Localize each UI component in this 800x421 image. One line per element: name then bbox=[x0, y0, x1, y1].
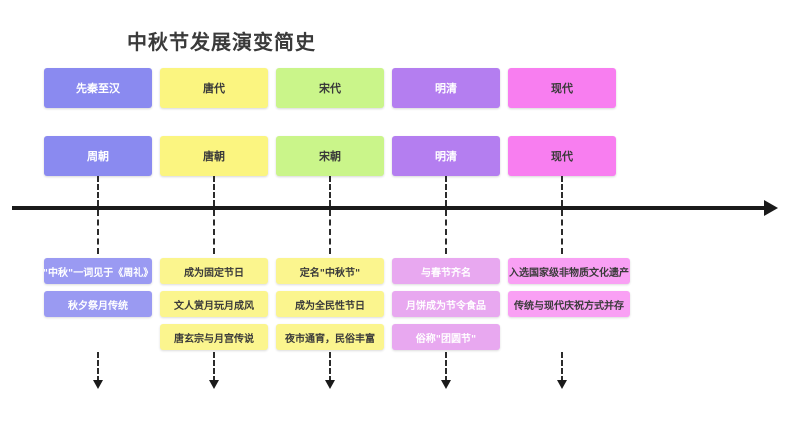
era-header-box: 唐代 bbox=[160, 68, 268, 108]
connector-line-upper bbox=[561, 176, 563, 206]
detail-box: 文人赏月玩月成风 bbox=[160, 291, 268, 317]
connector-arrowhead bbox=[441, 380, 451, 389]
era-header-box: 明清 bbox=[392, 68, 500, 108]
timeline-axis-line bbox=[12, 206, 768, 210]
connector-line-lower bbox=[445, 210, 447, 254]
connector-line-upper bbox=[445, 176, 447, 206]
detail-box: 秋夕祭月传统 bbox=[44, 291, 152, 317]
era-header-box: 现代 bbox=[508, 68, 616, 108]
detail-box: 成为固定节日 bbox=[160, 258, 268, 284]
connector-line-lower bbox=[97, 210, 99, 254]
detail-box: "中秋"一词见于《周礼》 bbox=[44, 258, 152, 284]
connector-line-upper bbox=[213, 176, 215, 206]
detail-box: 夜市通宵，民俗丰富 bbox=[276, 324, 384, 350]
connector-line-upper bbox=[97, 176, 99, 206]
connector-arrowhead bbox=[557, 380, 567, 389]
connector-line-lower bbox=[329, 210, 331, 254]
connector-line-upper bbox=[329, 176, 331, 206]
detail-box: 定名"中秋节" bbox=[276, 258, 384, 284]
page-title: 中秋节发展演变简史 bbox=[127, 30, 316, 54]
connector-line-tail bbox=[445, 352, 447, 382]
dynasty-box: 唐朝 bbox=[160, 136, 268, 176]
connector-line-lower bbox=[213, 210, 215, 254]
era-header-box: 宋代 bbox=[276, 68, 384, 108]
detail-box: 唐玄宗与月宫传说 bbox=[160, 324, 268, 350]
connector-line-lower bbox=[561, 210, 563, 254]
dynasty-box: 现代 bbox=[508, 136, 616, 176]
connector-arrowhead bbox=[93, 380, 103, 389]
detail-box: 俗称"团圆节" bbox=[392, 324, 500, 350]
dynasty-box: 宋朝 bbox=[276, 136, 384, 176]
detail-box: 传统与现代庆祝方式并存 bbox=[508, 291, 630, 317]
connector-line-tail bbox=[213, 352, 215, 382]
era-header-box: 先秦至汉 bbox=[44, 68, 152, 108]
connector-line-tail bbox=[329, 352, 331, 382]
detail-box: 成为全民性节日 bbox=[276, 291, 384, 317]
dynasty-box: 周朝 bbox=[44, 136, 152, 176]
timeline-axis-arrowhead bbox=[764, 200, 778, 216]
detail-box: 入选国家级非物质文化遗产 bbox=[508, 258, 630, 284]
detail-box: 月饼成为节令食品 bbox=[392, 291, 500, 317]
connector-line-tail bbox=[561, 352, 563, 382]
dynasty-box: 明清 bbox=[392, 136, 500, 176]
connector-arrowhead bbox=[209, 380, 219, 389]
connector-line-tail bbox=[97, 352, 99, 382]
connector-arrowhead bbox=[325, 380, 335, 389]
detail-box: 与春节齐名 bbox=[392, 258, 500, 284]
